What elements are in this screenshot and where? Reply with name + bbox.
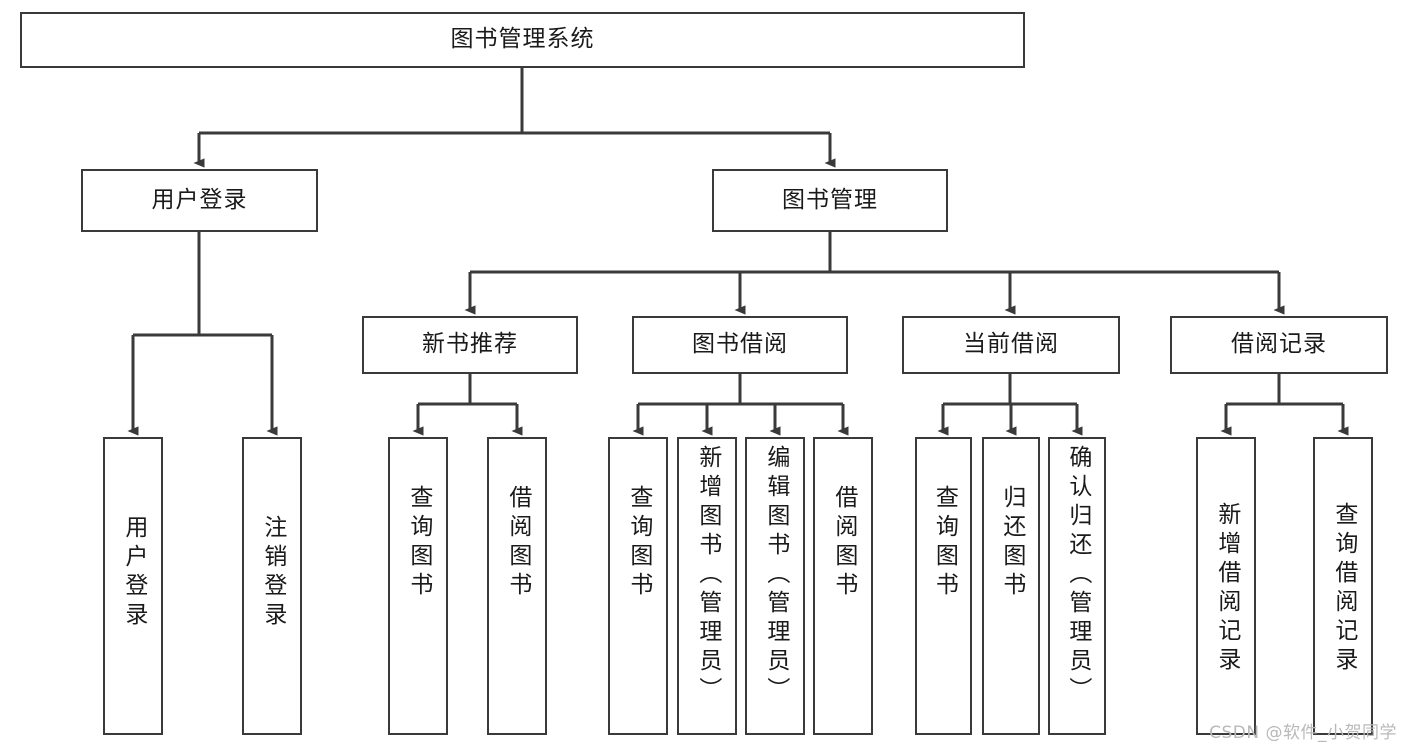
node-leaf-confirm-return[interactable]: 确认归还（管理员）	[1048, 437, 1106, 735]
node-leaf-user-login-label: 用户登录	[120, 515, 147, 631]
node-user-login-label: 用户登录	[151, 186, 248, 213]
node-leaf-user-logout[interactable]: 注销登录	[242, 437, 302, 735]
node-leaf-add-record-label: 新增借阅记录	[1213, 502, 1240, 676]
node-leaf-borrow-book-1-label: 借阅图书	[504, 485, 531, 601]
node-new-book-recommend-label: 新书推荐	[422, 331, 518, 358]
node-book-manage[interactable]: 图书管理	[712, 169, 948, 232]
node-leaf-user-logout-label: 注销登录	[259, 515, 286, 631]
node-book-borrow-label: 图书借阅	[692, 331, 788, 358]
node-root-label: 图书管理系统	[450, 26, 595, 53]
node-leaf-return-book[interactable]: 归还图书	[982, 437, 1040, 735]
node-current-borrow[interactable]: 当前借阅	[902, 316, 1120, 374]
node-leaf-confirm-return-label: 确认归还（管理员）	[1064, 445, 1091, 706]
node-leaf-query-book-3[interactable]: 查询图书	[915, 437, 972, 735]
node-leaf-add-record[interactable]: 新增借阅记录	[1196, 437, 1256, 735]
node-current-borrow-label: 当前借阅	[963, 331, 1059, 358]
node-leaf-edit-book[interactable]: 编辑图书（管理员）	[745, 437, 805, 735]
node-leaf-borrow-book-2[interactable]: 借阅图书	[813, 437, 873, 735]
node-root[interactable]: 图书管理系统	[20, 12, 1025, 68]
node-leaf-return-book-label: 归还图书	[998, 485, 1025, 601]
node-book-borrow[interactable]: 图书借阅	[632, 316, 848, 374]
node-leaf-query-book-3-label: 查询图书	[931, 485, 958, 601]
node-leaf-query-record-label: 查询借阅记录	[1330, 502, 1357, 676]
node-borrow-record[interactable]: 借阅记录	[1170, 316, 1388, 374]
node-leaf-add-book[interactable]: 新增图书（管理员）	[677, 437, 737, 735]
node-leaf-user-login[interactable]: 用户登录	[103, 437, 163, 735]
node-leaf-borrow-book-1[interactable]: 借阅图书	[487, 437, 547, 735]
node-leaf-query-book-1[interactable]: 查询图书	[388, 437, 448, 735]
node-leaf-query-book-1-label: 查询图书	[405, 485, 432, 601]
node-leaf-query-record[interactable]: 查询借阅记录	[1313, 437, 1373, 735]
node-book-manage-label: 图书管理	[782, 186, 878, 213]
node-user-login[interactable]: 用户登录	[81, 169, 318, 232]
node-leaf-query-book-2-label: 查询图书	[625, 485, 652, 601]
node-leaf-borrow-book-2-label: 借阅图书	[830, 485, 857, 601]
node-borrow-record-label: 借阅记录	[1231, 331, 1327, 358]
node-leaf-edit-book-label: 编辑图书（管理员）	[762, 445, 789, 706]
node-leaf-add-book-label: 新增图书（管理员）	[694, 445, 721, 706]
node-leaf-query-book-2[interactable]: 查询图书	[608, 437, 668, 735]
node-new-book-recommend[interactable]: 新书推荐	[362, 316, 578, 374]
